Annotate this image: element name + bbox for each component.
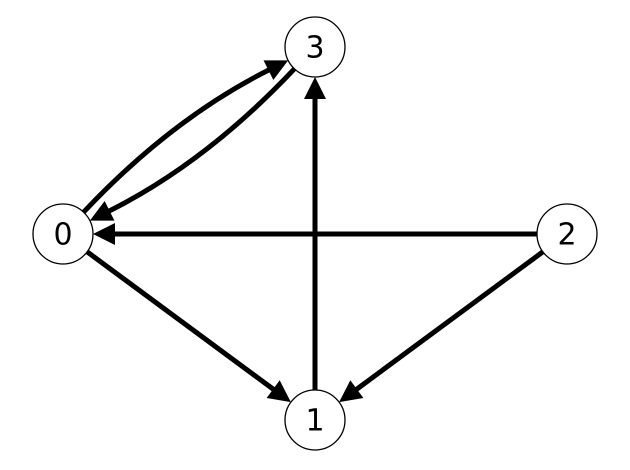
node-2-circle bbox=[536, 203, 598, 265]
edge-line-0-to-1 bbox=[85, 249, 277, 393]
arrow-head-1-to-3 bbox=[304, 77, 326, 99]
edge-line-0-to-3 bbox=[81, 67, 272, 214]
edge-0-to-1 bbox=[85, 249, 291, 403]
nodes-layer: 0 1 2 3 bbox=[32, 16, 598, 451]
edges-layer bbox=[81, 60, 545, 403]
node-1-circle bbox=[284, 389, 346, 451]
node-0-label: 0 bbox=[53, 218, 72, 253]
node-3-circle bbox=[284, 16, 346, 78]
edge-2-to-0 bbox=[93, 223, 537, 245]
node-1-label: 1 bbox=[305, 404, 324, 439]
node-2-label: 2 bbox=[557, 218, 576, 253]
node-3-label: 3 bbox=[305, 31, 324, 66]
arrow-head-0-to-1 bbox=[266, 380, 291, 403]
arrow-head-2-to-1 bbox=[339, 380, 364, 403]
edge-line-3-to-0 bbox=[106, 67, 297, 214]
node-1: 1 bbox=[284, 389, 346, 451]
node-0-circle bbox=[32, 203, 94, 265]
edge-3-to-0 bbox=[89, 67, 297, 221]
node-3: 3 bbox=[284, 16, 346, 78]
edge-1-to-3 bbox=[304, 77, 326, 390]
arrow-head-0-to-3 bbox=[263, 60, 289, 81]
arrow-head-2-to-0 bbox=[93, 223, 115, 245]
edge-line-2-to-1 bbox=[353, 249, 545, 393]
node-0: 0 bbox=[32, 203, 94, 265]
edge-0-to-3 bbox=[81, 60, 289, 214]
arrow-head-3-to-0 bbox=[89, 200, 115, 221]
node-2: 2 bbox=[536, 203, 598, 265]
edge-2-to-1 bbox=[339, 249, 545, 403]
